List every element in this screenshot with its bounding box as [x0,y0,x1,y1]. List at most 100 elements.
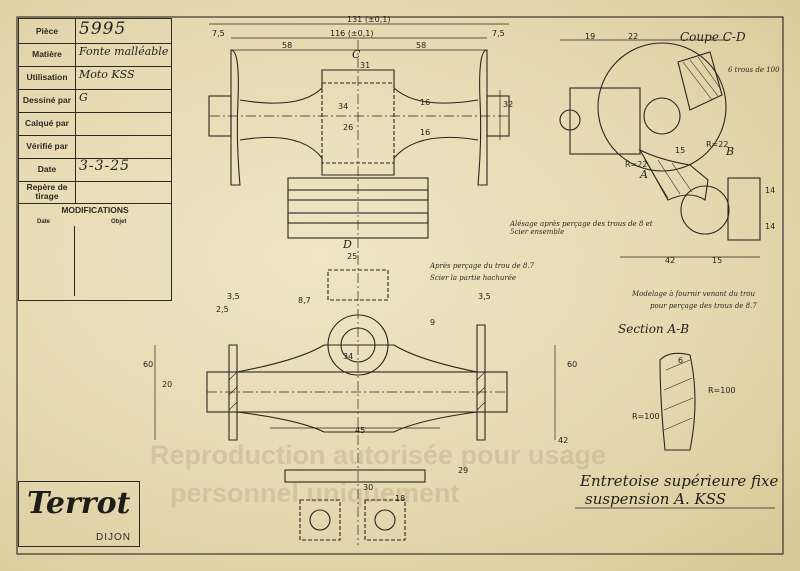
dim-label: 2,5 [216,305,229,314]
dim-label: 58 [416,41,427,50]
logo-city: DIJON [96,532,131,543]
title-label: Pièce [19,19,76,43]
top-right-flange [477,49,488,186]
coupe-cd-hatched-lug [638,148,709,201]
title-row-piece: Pièce 5995 [19,19,171,44]
bottom-boss-right [364,499,406,541]
front-body-bottom [236,411,478,433]
part-title-line-2: suspension A. KSS [585,490,727,508]
front-body-top [236,344,478,373]
title-value: 5995 [79,19,127,39]
top-body-lower [239,136,479,176]
title-row-utilisation: Utilisation Moto KSS [19,66,171,90]
dim-label: R=22 [706,140,729,149]
dim-label: 34 [343,352,354,361]
bottom-hole-left [309,509,331,531]
part-title-line-1: Entretoise supérieure fixe [580,472,779,490]
front-left-flange [228,344,238,441]
dim-label: 34 [338,102,349,111]
dim-label: 16 [420,128,431,137]
section-ab-label: Section A-B [618,322,690,336]
title-row-repere: Repère de tirage [19,181,171,203]
bottom-boss-left [299,499,341,541]
dim-label: 29 [458,466,469,475]
title-label: Date [19,158,76,181]
title-value: Moto KSS [79,68,135,81]
note-percage: pour perçage des trous de 8.7 [650,302,757,310]
front-right-flange [476,324,486,441]
dim-label: 9 [430,318,436,327]
top-lower-slot-1 [287,189,429,201]
bottom-bar [284,469,426,483]
coupe-cd-slot [569,87,641,155]
letter-c: C [352,48,361,61]
title-label: Utilisation [19,66,76,89]
coupe-cd-hatched-web [677,51,723,111]
dim-label: 7,5 [212,29,225,38]
watermark-line-2: personnel uniquement [170,478,460,508]
dim-label: 131 (±0,1) [347,15,391,24]
dim-label: 19 [585,32,596,41]
dim-label: 18 [395,494,406,503]
modifications-col-objet: Objet [111,219,127,225]
dim-label: 20 [162,380,173,389]
dim-label: 60 [143,360,154,369]
note-6-trous: 6 trous de 100 [728,66,780,74]
dim-label: R=22 [625,160,648,169]
modifications-col-date: Date [37,219,51,225]
title-label: Repère de tirage [19,181,76,203]
title-label: Vérifié par [19,135,76,158]
title-label: Calqué par [19,112,76,135]
title-row-calque: Calqué par [19,112,171,136]
title-value: G [79,91,88,104]
dim-label: 42 [558,436,569,445]
section-ab-ring [680,185,730,235]
note-apres-percage: Après perçage du trou de 8.7 [430,262,535,270]
dim-label: 26 [343,123,354,132]
dim-label: 32 [503,100,514,109]
dim-label: 3,5 [478,292,491,301]
dim-label: 58 [282,41,293,50]
dim-label: 60 [567,360,578,369]
coupe-cd-label: Coupe C-D [680,30,746,44]
dim-label: 7,5 [492,29,505,38]
dim-label: 14 [765,222,776,231]
dim-label: 31 [360,61,371,70]
note-alesage: Alésage après perçage des trous de 8 et … [510,220,653,236]
dim-label: 45 [355,426,366,435]
dim-label: 42 [665,256,676,265]
dim-label: 16 [420,98,431,107]
letter-b: B [726,145,735,158]
modifications-title: MODIFICATIONS [61,205,129,215]
title-label: Matière [19,43,76,66]
dim-label: 15 [675,146,686,155]
dim-label: R=100 [632,412,660,421]
letter-d: D [343,238,352,251]
title-row-verifie: Vérifié par [19,135,171,159]
title-value: 3-3-25 [79,158,131,174]
title-value: Fonte malléable [79,45,169,58]
bottom-hole-right [374,509,396,531]
section-ab-block [727,177,761,241]
top-body-upper [239,69,479,104]
top-left-flange [230,49,241,186]
top-lower-block [287,177,429,239]
dim-label: 116 (±0,1) [330,29,374,38]
section-right-profile [659,352,696,451]
terrot-logo: Terrot [27,486,131,521]
dim-label: 30 [363,483,374,492]
sheet-border [16,16,784,555]
dim-label: R=100 [708,386,736,395]
title-row-date: Date 3-3-25 [19,158,171,182]
coupe-cd-outer-circle [597,42,727,172]
top-lower-slot-2 [287,212,429,224]
dim-label: 25 [347,252,358,261]
dim-label: 14 [765,186,776,195]
note-scier: Scier la partie hachurée [430,274,516,282]
title-row-matiere: Matière Fonte malléable [19,43,171,67]
dim-label: 3,5 [227,292,240,301]
dim-label: 8,7 [298,296,311,305]
title-block: Pièce 5995 Matière Fonte malléable Utili… [18,18,172,204]
